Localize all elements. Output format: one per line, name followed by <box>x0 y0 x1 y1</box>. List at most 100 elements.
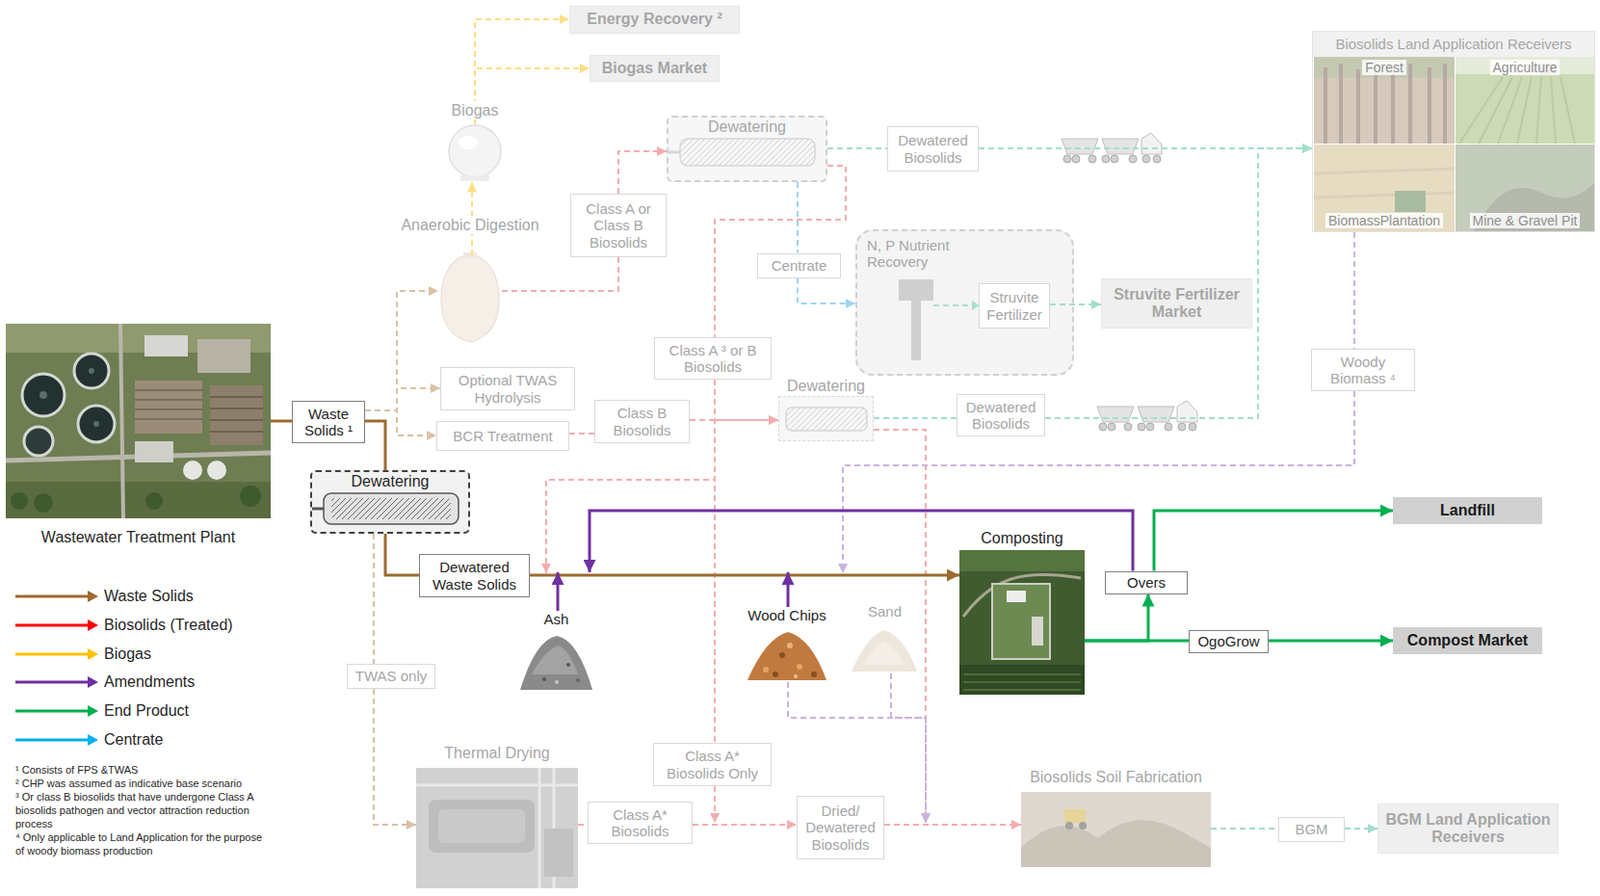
flow-line <box>618 151 667 194</box>
node-heading: Composting <box>977 528 1066 548</box>
receiver-panel: Biosolids Land Application ReceiversFore… <box>1311 30 1596 233</box>
nutrient-reactor <box>911 300 921 361</box>
photo-tile: BiomassPlantation <box>1313 144 1455 232</box>
legend-text: Centrate <box>104 730 163 750</box>
flow-connector <box>270 420 292 422</box>
flow-connector <box>577 824 588 826</box>
wwtp-photo <box>74 353 109 389</box>
flow-line <box>365 388 441 411</box>
wood-chips-pile <box>772 671 779 678</box>
node-label: BGM Land Application Receivers <box>1382 811 1554 847</box>
node-heading: Anaerobic Digestion <box>397 215 542 235</box>
node-label: TWAS only <box>355 667 427 684</box>
picture-node: Biogas <box>445 124 504 183</box>
flow-connector <box>546 379 960 576</box>
node-label: Biogas Market <box>602 59 708 78</box>
legend-text: Waste Solids <box>104 586 194 606</box>
flow-line <box>689 419 779 421</box>
wood-chips-pile <box>779 652 786 658</box>
node-label: OgoGrow <box>1197 632 1260 650</box>
node-label: Class A ³ or B Biosolids <box>658 341 767 376</box>
legend-text: Biosolids (Treated) <box>104 615 234 635</box>
flow-connector <box>373 688 417 825</box>
flow-line <box>796 182 799 254</box>
flow-line <box>891 673 926 823</box>
wwtp-photo <box>134 380 203 434</box>
node-label: Agriculture <box>1490 59 1561 76</box>
wood-chips-pile <box>786 642 793 649</box>
wwtp-photo <box>33 493 53 513</box>
sand-pile <box>851 629 918 672</box>
thermal-dryer-photo <box>416 767 578 889</box>
wwtp-photo <box>134 441 174 463</box>
compost-photo <box>959 550 1085 695</box>
dewatering-unit: Dewatering <box>310 470 471 534</box>
node-label: Ash <box>544 610 570 628</box>
wood-chips-pile <box>747 631 827 681</box>
centrifuge-middle <box>778 395 874 442</box>
sand-pile <box>863 641 906 665</box>
centrifuge-main <box>312 507 324 511</box>
flow-connector <box>797 182 799 254</box>
flow-connector <box>787 572 960 607</box>
footnote: ¹ Consists of FPS &TWAS <box>15 762 264 777</box>
wwtp-photo <box>134 390 203 420</box>
picture-node: Composting <box>959 550 1085 695</box>
receiver-photos <box>1311 30 1596 57</box>
recovery-unit: N, P Nutrient RecoveryStruvite Fertilize… <box>855 229 1075 376</box>
node-label: Dewatered Waste Solids <box>423 558 525 593</box>
wwtp-photo <box>78 405 115 443</box>
soil-fabrication-photo <box>1064 809 1086 823</box>
merge-path <box>589 572 960 576</box>
node-heading: Wastewater Treatment Plant <box>38 527 238 547</box>
node-label: Forest <box>1362 59 1407 76</box>
node-label: Landfill <box>1440 501 1496 520</box>
legend-arrowhead <box>87 619 99 631</box>
receiver-photos <box>1455 144 1595 232</box>
flow-line <box>589 510 1133 573</box>
legend-line <box>15 624 89 628</box>
process-box: Waste Solids ¹ <box>291 400 366 444</box>
flow-connector <box>501 257 619 291</box>
merge-path <box>787 572 960 576</box>
flow-connector <box>842 391 1355 576</box>
biogas-sphere <box>448 125 501 178</box>
flow-connector <box>797 278 856 305</box>
wood-chips-pile <box>796 663 803 670</box>
wwtp-photo <box>10 492 28 510</box>
process-box: Class A* Biosolids Only <box>653 742 772 787</box>
legend-text: Amendments <box>104 672 195 692</box>
centrifuge-main <box>323 493 459 525</box>
node-label: Struvite Fertilizer <box>983 288 1046 323</box>
legend-swatch <box>13 672 101 692</box>
ash-pile <box>542 677 547 682</box>
flow-connector <box>365 410 437 436</box>
photo-tile: Agriculture <box>1455 56 1595 144</box>
node-label: Wood Chips <box>747 606 826 624</box>
market-box: Struvite Fertilizer Market <box>1101 278 1253 329</box>
compost-photo <box>1006 590 1026 603</box>
flow-connector <box>1084 594 1149 642</box>
node-heading: Biosolids Soil Fabrication <box>1026 767 1206 787</box>
flow-line <box>1344 827 1378 830</box>
node-label: N, P Nutrient Recovery <box>866 236 973 271</box>
material-pile: Wood Chips <box>744 606 830 682</box>
wood-chips-pile <box>762 666 769 673</box>
legend-line <box>15 681 89 684</box>
flow-connector <box>714 165 846 338</box>
flow-line <box>1268 639 1393 643</box>
flow-line <box>786 572 790 607</box>
node-heading: Dewatering <box>784 376 868 395</box>
flow-line <box>884 823 1022 826</box>
flow-line <box>713 379 716 743</box>
soil-fabrication-photo <box>1065 821 1074 830</box>
legend-text: End Product <box>104 701 189 721</box>
legend-line <box>15 595 89 599</box>
node-label: Class B Biosolids <box>599 404 685 439</box>
process-box: Dewatered Biosolids <box>956 393 1046 437</box>
process-box: BCR Treatment <box>436 420 570 451</box>
process-box: OgoGrow <box>1188 629 1269 654</box>
flow-line <box>1210 827 1279 830</box>
flow-line <box>873 429 926 823</box>
flow-line <box>556 572 560 611</box>
